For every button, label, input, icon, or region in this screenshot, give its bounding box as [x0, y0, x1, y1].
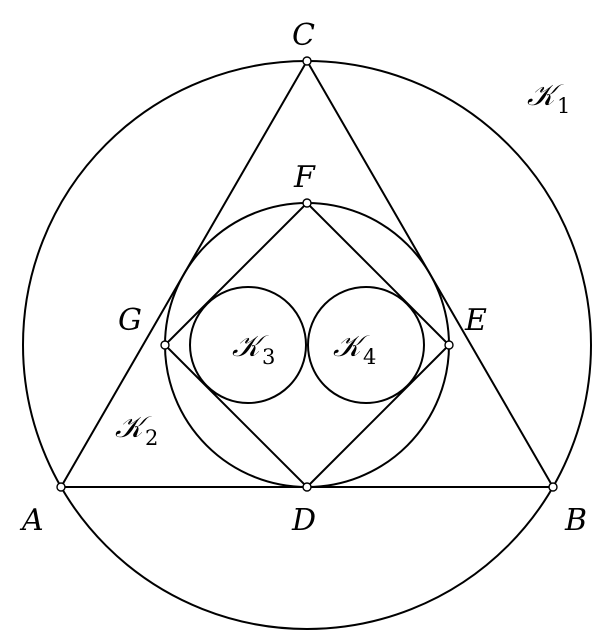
label-k3: 𝒦 3 — [232, 329, 275, 369]
label-k4: 𝒦 4 — [333, 329, 376, 369]
label-c: C — [292, 18, 315, 53]
svg-text:3: 3 — [262, 345, 275, 369]
svg-text:2: 2 — [145, 426, 158, 450]
label-k1: 𝒦 1 — [527, 78, 570, 118]
point-g — [160, 340, 170, 350]
point-b — [548, 482, 558, 492]
svg-text:1: 1 — [557, 94, 570, 118]
label-b: B — [564, 503, 587, 538]
point-e — [444, 340, 454, 350]
point-c — [302, 56, 312, 66]
label-g: G — [118, 303, 142, 338]
point-d — [302, 482, 312, 492]
point-a — [56, 482, 66, 492]
circle-k4 — [307, 286, 425, 404]
label-k2: 𝒦 2 — [115, 410, 158, 450]
point-f — [302, 198, 312, 208]
label-f: F — [293, 160, 316, 195]
label-d: D — [291, 503, 316, 538]
circle-k3 — [189, 286, 307, 404]
label-e: E — [464, 303, 487, 338]
label-a: A — [19, 503, 44, 538]
svg-text:4: 4 — [363, 345, 376, 369]
